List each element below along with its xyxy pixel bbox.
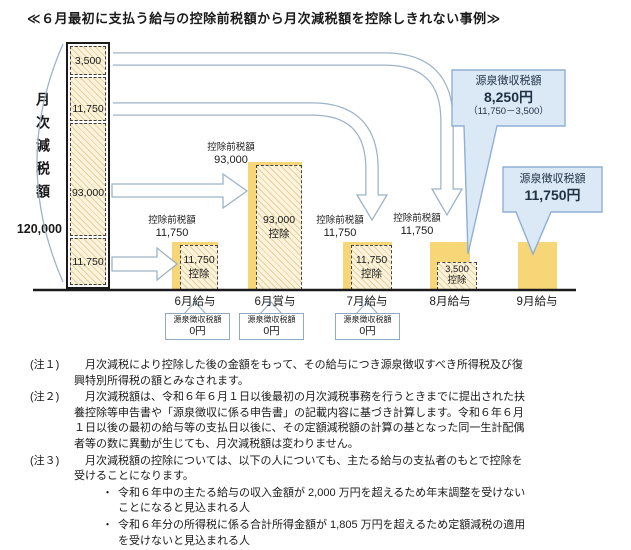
block-arrow-june-salary (111, 246, 179, 282)
bar-september-salary (518, 242, 557, 290)
bar-june-bonus: 93,000 控除 (248, 162, 302, 290)
note-label: (注２) (30, 391, 60, 404)
callout-formula: （11,750－3,500） (468, 106, 549, 118)
stack-value: 11,750 (72, 103, 104, 115)
note-text: 月次減税により控除した後の金額をもって、その給与につき源泉徴収すべき所得税及び復… (74, 359, 523, 387)
month-label-june-salary: 6月給与 (174, 296, 216, 308)
bullet-item-1: ・ 令和６年中の主たる給与の収入金額が 2,000 万円を超えるため年末調整を受… (102, 486, 526, 517)
bullet-text: 令和６年分の所得税に係る合計所得金額が 1,805 万円を超えるため定額減税の適… (118, 519, 526, 547)
pretax-value: 11,750 (323, 226, 357, 239)
stack-segment-4: 11,750 (70, 238, 106, 285)
stack-axis-label: 月次減税額 (35, 92, 51, 207)
stack-total: 120,000 (16, 222, 62, 236)
note-3-bullets: ・ 令和６年中の主たる給与の収入金額が 2,000 万円を超えるため年末調整を受… (102, 486, 526, 549)
withholding-box-june-salary: 源泉徴収税額 0円 (165, 313, 230, 340)
note-label: (注３) (30, 454, 60, 467)
withholding-label: 源泉徴収税額 (343, 315, 392, 324)
pretax-caption: 控除前税額 (316, 215, 364, 226)
withholding-box-july-salary: 源泉徴収税額 0円 (335, 313, 400, 340)
bullet-item-2: ・ 令和６年分の所得税に係る合計所得金額が 1,805 万円を超えるため定額減税… (102, 518, 526, 549)
bullet-marker: ・ (102, 519, 113, 532)
block-arrow-june-bonus (111, 172, 249, 210)
deduct-box-june-bonus: 93,000 控除 (256, 165, 302, 290)
month-label-september-salary: 9月給与 (516, 296, 558, 308)
note-1: (注１) 月次減税により控除した後の金額をもって、その給与につき源泉徴収すべき所… (30, 358, 526, 389)
callout-value: 11,750円 (524, 187, 581, 204)
pretax-label-june-bonus: 控除前税額 93,000 (196, 142, 266, 167)
monthly-reduction-stack: 3,500 11,750 93,000 11,750 (66, 42, 110, 289)
pretax-value: 11,750 (400, 224, 434, 237)
deduct-amount: 93,000 (262, 214, 296, 227)
note-text: 月次減税額は、令和６年６月１日以後最初の月次減税事務を行うときまでに提出された扶… (74, 391, 525, 451)
withholding-value: 0円 (263, 324, 280, 337)
bullet-marker: ・ (102, 486, 113, 499)
bar-june-salary: 11,750 控除 (172, 242, 218, 290)
bullet-text: 令和６年中の主たる給与の収入金額が 2,000 万円を超えるため年末調整を受けな… (118, 486, 526, 515)
withholding-value: 0円 (189, 324, 206, 337)
note-3: (注３) 月次減税額の控除については、以下の人についても、主たる給与の支払者のも… (30, 454, 526, 485)
bar-july-salary: 11,750 控除 (343, 242, 392, 290)
pretax-value: 93,000 (214, 153, 248, 166)
stack-value: 3,500 (74, 54, 102, 67)
pretax-value: 11,750 (155, 226, 189, 239)
stack-value: 11,750 (72, 255, 104, 268)
deduct-word: 控除 (188, 267, 210, 280)
withholding-value: 0円 (359, 324, 376, 337)
stack-segment-2: 11,750 (70, 77, 106, 121)
withholding-box-june-bonus: 源泉徴収税額 0円 (239, 313, 304, 340)
month-label-july-salary: 7月給与 (346, 296, 388, 308)
figure-title: ≪６月最初に支払う給与の控除前税額から月次減税額を控除しきれない事例≫ (27, 11, 501, 26)
stack-segment-3: 93,000 (70, 123, 106, 236)
deduct-amount: 3,500 (445, 264, 469, 276)
callout-label: 源泉徴収税額 (475, 75, 542, 87)
pretax-caption: 控除前税額 (148, 215, 196, 226)
deduct-box-july-salary: 11,750 控除 (351, 245, 392, 290)
callout-september-text: 源泉徴収税額 11,750円 (503, 172, 602, 204)
ribbon-arrow-august-head (430, 188, 464, 217)
deduct-word: 控除 (268, 227, 290, 240)
pretax-label-june-salary: 控除前税額 11,750 (137, 215, 207, 240)
pretax-label-august-salary: 控除前税額 11,750 (382, 213, 452, 238)
stack-value: 93,000 (71, 187, 105, 199)
deduct-amount: 11,750 (183, 254, 215, 267)
stack-segment-1: 3,500 (70, 46, 106, 75)
pretax-label-july-salary: 控除前税額 11,750 (305, 215, 375, 240)
deduct-box-august-salary: 3,500 控除 (437, 262, 477, 290)
footnotes: (注１) 月次減税により控除した後の金額をもって、その給与につき源泉徴収すべき所… (30, 358, 526, 549)
deduct-word: 控除 (447, 275, 467, 286)
month-label-june-bonus: 6月賞与 (254, 296, 296, 308)
deduct-box-june-salary: 11,750 控除 (180, 245, 218, 290)
note-text: 月次減税額の控除については、以下の人についても、主たる給与の支払者のもとで控除を… (74, 454, 523, 483)
callout-label: 源泉徴収税額 (519, 173, 586, 185)
callout-august-text: 源泉徴収税額 8,250円 （11,750－3,500） (452, 74, 565, 119)
note-label: (注１) (30, 359, 60, 371)
callout-value: 8,250円 (483, 89, 534, 106)
month-label-august-salary: 8月給与 (429, 296, 471, 308)
deduct-amount: 11,750 (355, 254, 388, 267)
withholding-label: 源泉徴収税額 (247, 315, 296, 324)
withholding-label: 源泉徴収税額 (173, 315, 222, 324)
pretax-caption: 控除前税額 (393, 213, 441, 224)
deduct-word: 控除 (361, 267, 382, 280)
note-2: (注２) 月次減税額は、令和６年６月１日以後最初の月次減税事務を行うときまでに提… (30, 390, 526, 452)
pretax-caption: 控除前税額 (207, 142, 255, 153)
